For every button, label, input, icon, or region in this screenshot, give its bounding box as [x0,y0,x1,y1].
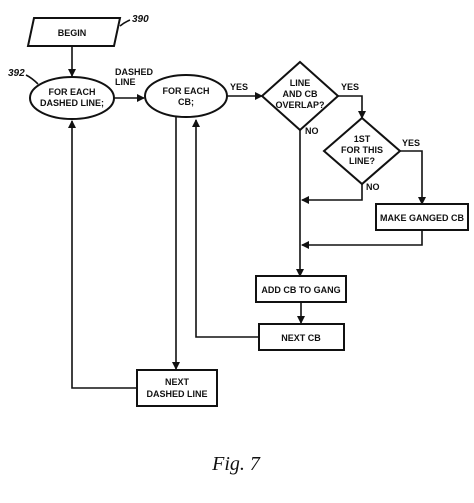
edge-first-line-yes [400,150,426,205]
dashed-line-edge-label-1: DASHED [115,67,154,77]
edge-make-ganged-to-add [301,230,423,249]
add-cb-to-gang-node [255,275,347,303]
yes-label-2: YES [341,82,359,92]
begin-label: BEGIN [58,28,87,38]
first-line-label-2: FOR THIS [341,145,383,155]
edge-overlap-yes [338,95,366,119]
for-each-cb-node [144,74,228,118]
begin-ref-leader [119,19,131,27]
no-label-1: NO [305,126,319,136]
loop-ref-leader [25,74,39,85]
next-dashed-line-node [136,369,218,407]
overlap-label-1: LINE [290,78,311,88]
overlap-label-3: OVERLAP? [275,100,324,110]
edge-first-line-no [301,184,363,204]
next-dashed-line-label-2: DASHED LINE [146,389,207,399]
make-ganged-cb-label: MAKE GANGED CB [380,213,465,223]
yes-label-3: YES [402,138,420,148]
begin-node [26,17,122,47]
figure-caption: Fig. 7 [211,453,261,475]
for-each-cb-label-1: FOR EACH [163,86,210,96]
yes-label-1: YES [230,82,248,92]
add-cb-to-gang-label: ADD CB TO GANG [261,285,340,295]
loop-ref: 392 [8,68,25,79]
no-label-2: NO [366,182,380,192]
dashed-line-edge-label-2: LINE [115,77,136,87]
first-line-label-3: LINE? [349,156,375,166]
begin-ref: 390 [132,14,149,25]
next-cb-node [258,323,345,351]
edge-next-cb-loop [192,119,259,338]
make-ganged-cb-node [375,203,469,231]
next-dashed-line-label-1: NEXT [165,377,190,387]
edge-next-line-loop [68,120,137,389]
for-each-dashed-line-label-1: FOR EACH [49,87,96,97]
first-line-label-1: 1ST [354,134,371,144]
overlap-label-2: AND CB [283,89,318,99]
for-each-cb-label-2: CB; [178,97,194,107]
for-each-dashed-line-label-2: DASHED LINE; [40,98,104,108]
next-cb-label: NEXT CB [281,333,321,343]
